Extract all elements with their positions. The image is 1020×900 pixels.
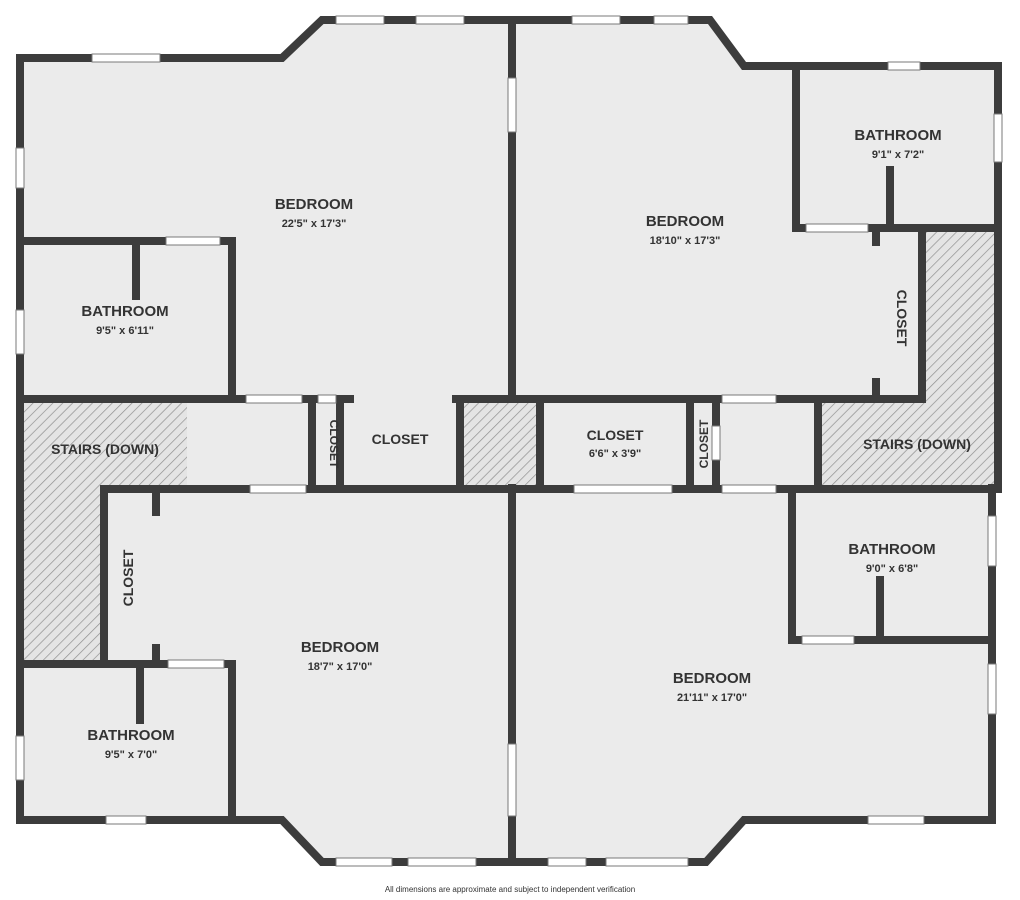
window [407,857,477,867]
room-label-bathroom-ne: BATHROOM [854,127,941,144]
window [887,61,921,71]
chase-hatch [462,402,538,486]
window [15,735,25,781]
hatched-areas [24,230,996,660]
window [15,309,25,355]
room-label-bathroom-sw: BATHROOM [87,727,174,744]
door-opening [249,484,307,494]
windows [15,15,1003,867]
room-label-stairs-left: STAIRS (DOWN) [51,441,159,457]
door-opening [317,394,337,404]
room-label-bathroom-se: BATHROOM [848,541,935,558]
window [987,515,997,567]
room-dim-bedroom-nw: 22'5" x 17'3" [282,218,347,230]
room-label-closet-mid-left: CLOSET [372,431,429,447]
room-label-closet-small-left: CLOSET [327,420,341,469]
window [987,663,997,715]
door-opening [507,743,517,817]
stairs-right-hatch [816,230,996,486]
door-opening [507,77,517,133]
window [653,15,689,25]
door-opening [801,635,855,645]
room-dim-bedroom-sw: 18'7" x 17'0" [308,661,373,673]
window [335,15,385,25]
room-labels: BEDROOM 22'5" x 17'3" BEDROOM 18'10" x 1… [51,127,971,761]
room-label-closet-small-right: CLOSET [697,419,711,468]
room-label-bedroom-sw: BEDROOM [301,639,379,656]
room-label-bathroom-nw: BATHROOM [81,303,168,320]
door-opening [245,394,303,404]
window [571,15,621,25]
room-dim-bedroom-se: 21'11" x 17'0" [677,692,747,704]
door-opening [721,484,777,494]
disclaimer-text: All dimensions are approximate and subje… [384,885,636,894]
window [335,857,393,867]
room-label-bedroom-se: BEDROOM [673,670,751,687]
window [91,53,161,63]
floor-plan: BEDROOM 22'5" x 17'3" BEDROOM 18'10" x 1… [15,15,1003,867]
room-dim-bedroom-ne: 18'10" x 17'3" [650,235,721,247]
room-label-bedroom-nw: BEDROOM [275,196,353,213]
window [415,15,465,25]
window [547,857,587,867]
window [15,147,25,189]
door-opening [573,484,673,494]
door-opening [805,223,869,233]
room-label-closet-center: CLOSET [587,427,644,443]
room-dim-bathroom-ne: 9'1" x 7'2" [872,149,924,161]
walls [16,16,1002,866]
window [993,113,1003,163]
room-label-closet-sw: CLOSET [120,549,136,606]
room-dim-closet-center: 6'6" x 3'9" [589,448,641,460]
room-label-closet-ne: CLOSET [894,290,910,347]
room-dim-bathroom-nw: 9'5" x 6'11" [96,325,154,337]
room-label-bedroom-ne: BEDROOM [646,213,724,230]
door-opening [165,236,221,246]
room-dim-bathroom-sw: 9'5" x 7'0" [105,749,157,761]
stairs-left-hatch [24,403,187,660]
room-dim-bathroom-se: 9'0" x 6'8" [866,563,918,575]
window [105,815,147,825]
door-opening [721,394,777,404]
window [605,857,689,867]
room-label-stairs-right: STAIRS (DOWN) [863,436,971,452]
door-opening [167,659,225,669]
window [867,815,925,825]
door-opening [711,425,721,461]
